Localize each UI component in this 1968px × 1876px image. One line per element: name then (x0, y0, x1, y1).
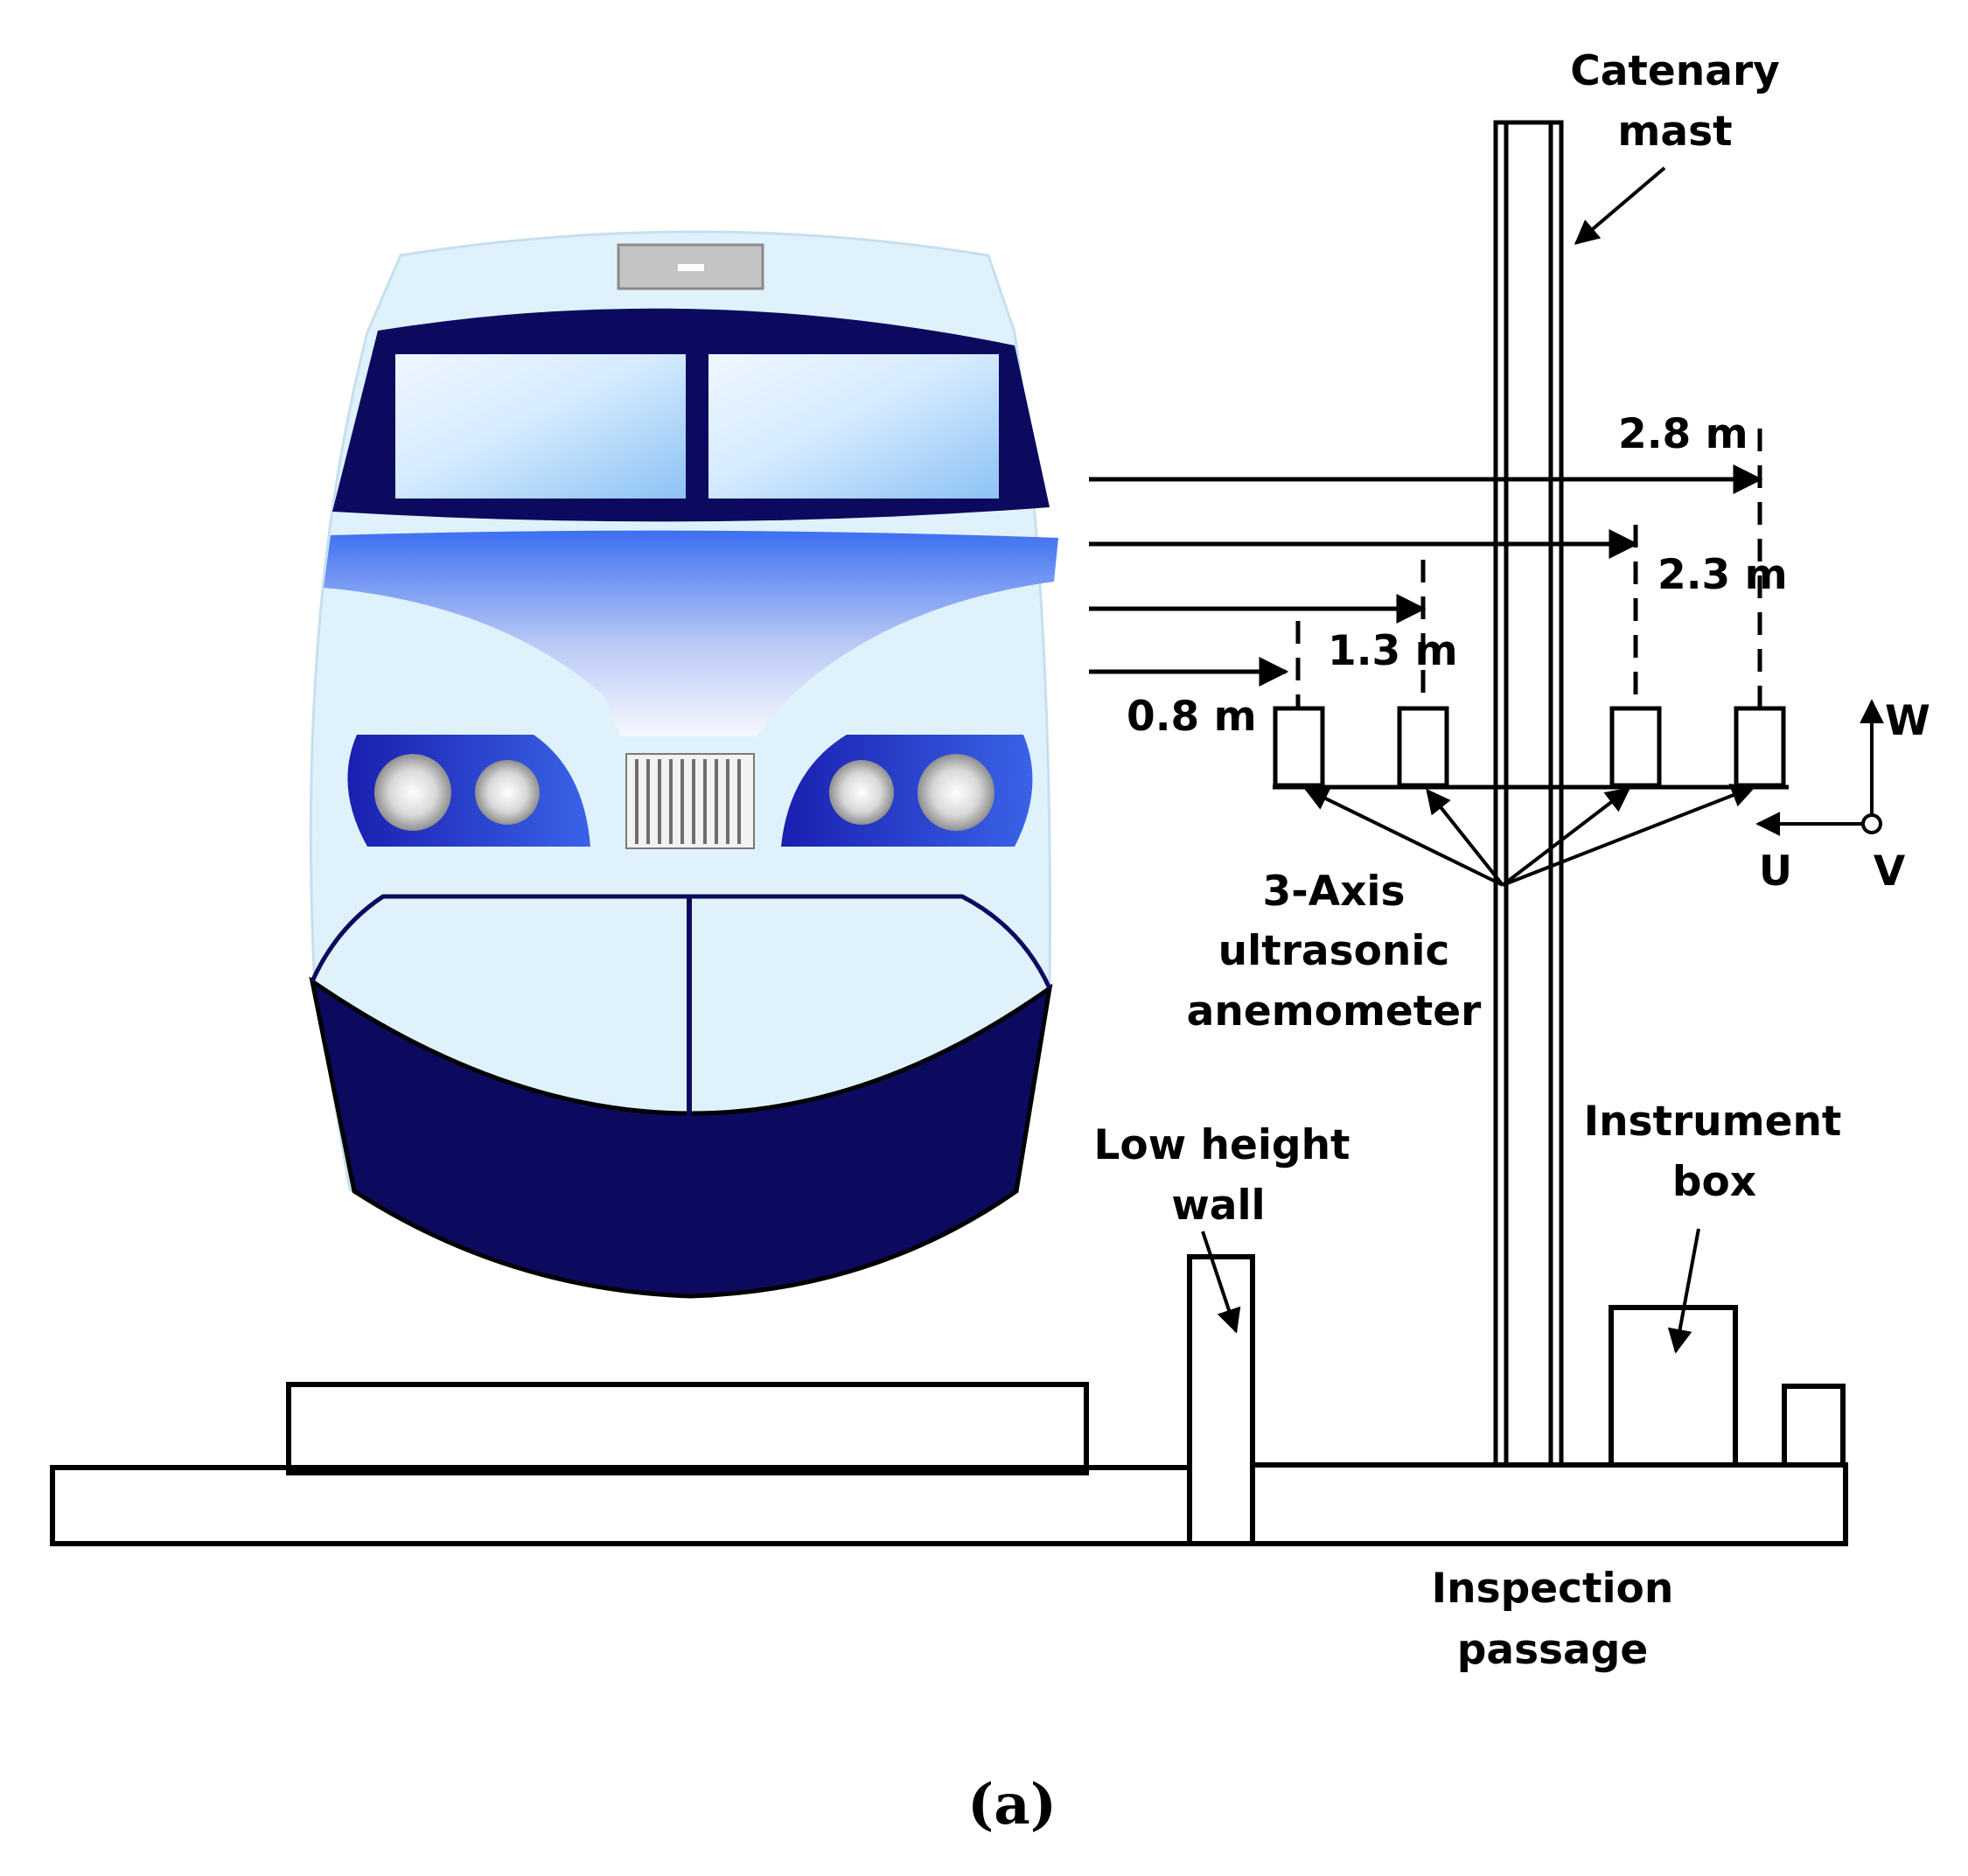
ground-slab (50, 1465, 1192, 1546)
low-height-wall (1187, 1254, 1255, 1546)
low-height-wall-label-1: Low height (1093, 1121, 1350, 1169)
distance-label-1-3m: 1.3 m (1328, 627, 1458, 675)
v-axis-marker (1861, 813, 1882, 834)
axis-triad (1755, 699, 1884, 836)
train-front (309, 230, 1058, 1299)
inspection-passage-label-1: Inspection (1432, 1565, 1674, 1613)
anemometer-label-3: anemometer (1187, 987, 1483, 1036)
catenary-mast-label-2: mast (1617, 108, 1732, 156)
small-post (1782, 1384, 1846, 1468)
cowcatcher-outline (310, 894, 1052, 990)
skirt (309, 976, 1053, 1299)
anemometer-label-2: ultrasonic (1218, 927, 1450, 975)
figure-caption: (a) (967, 1772, 1057, 1838)
instrument-box-label-2: box (1672, 1158, 1756, 1206)
catenary-mast-label-1: Catenary (1570, 47, 1780, 95)
axis-label-w: W (1885, 697, 1930, 745)
inspection-passage-label-2: passage (1457, 1626, 1649, 1674)
low-height-wall-label-2: wall (1171, 1182, 1265, 1230)
text-labels: Catenary mast 2.8 m 2.3 m 1.3 m 0.8 m W … (967, 47, 1930, 1838)
anemometer-2-8m (1734, 706, 1786, 788)
anemometer-label-1: 3-Axis (1263, 868, 1406, 916)
inspection-passage-slab (1253, 1462, 1848, 1546)
distance-label-0-8m: 0.8 m (1127, 693, 1257, 741)
anemometer-1-3m (1397, 706, 1449, 788)
windshield-left (395, 354, 686, 499)
distance-label-2-3m: 2.3 m (1657, 551, 1788, 599)
nose-stripe (324, 530, 1058, 736)
distance-arrows (1089, 464, 1763, 687)
anemometer-0-8m (1273, 706, 1325, 788)
anemometer-2-3m (1609, 706, 1662, 788)
axis-label-v: V (1874, 847, 1906, 896)
pointer-arrows (1201, 166, 1756, 1354)
instrument-box-label-1: Instrument (1584, 1098, 1842, 1146)
windshield-right (708, 354, 999, 499)
front-grille (625, 753, 755, 849)
track-structure (50, 1254, 1848, 1546)
axis-label-u: U (1759, 847, 1792, 896)
track-bed (286, 1382, 1089, 1475)
anemometer-array (1273, 429, 1789, 790)
distance-label-2-8m: 2.8 m (1618, 410, 1748, 458)
catenary-mast (1493, 120, 1564, 1468)
instrument-box (1609, 1305, 1738, 1468)
